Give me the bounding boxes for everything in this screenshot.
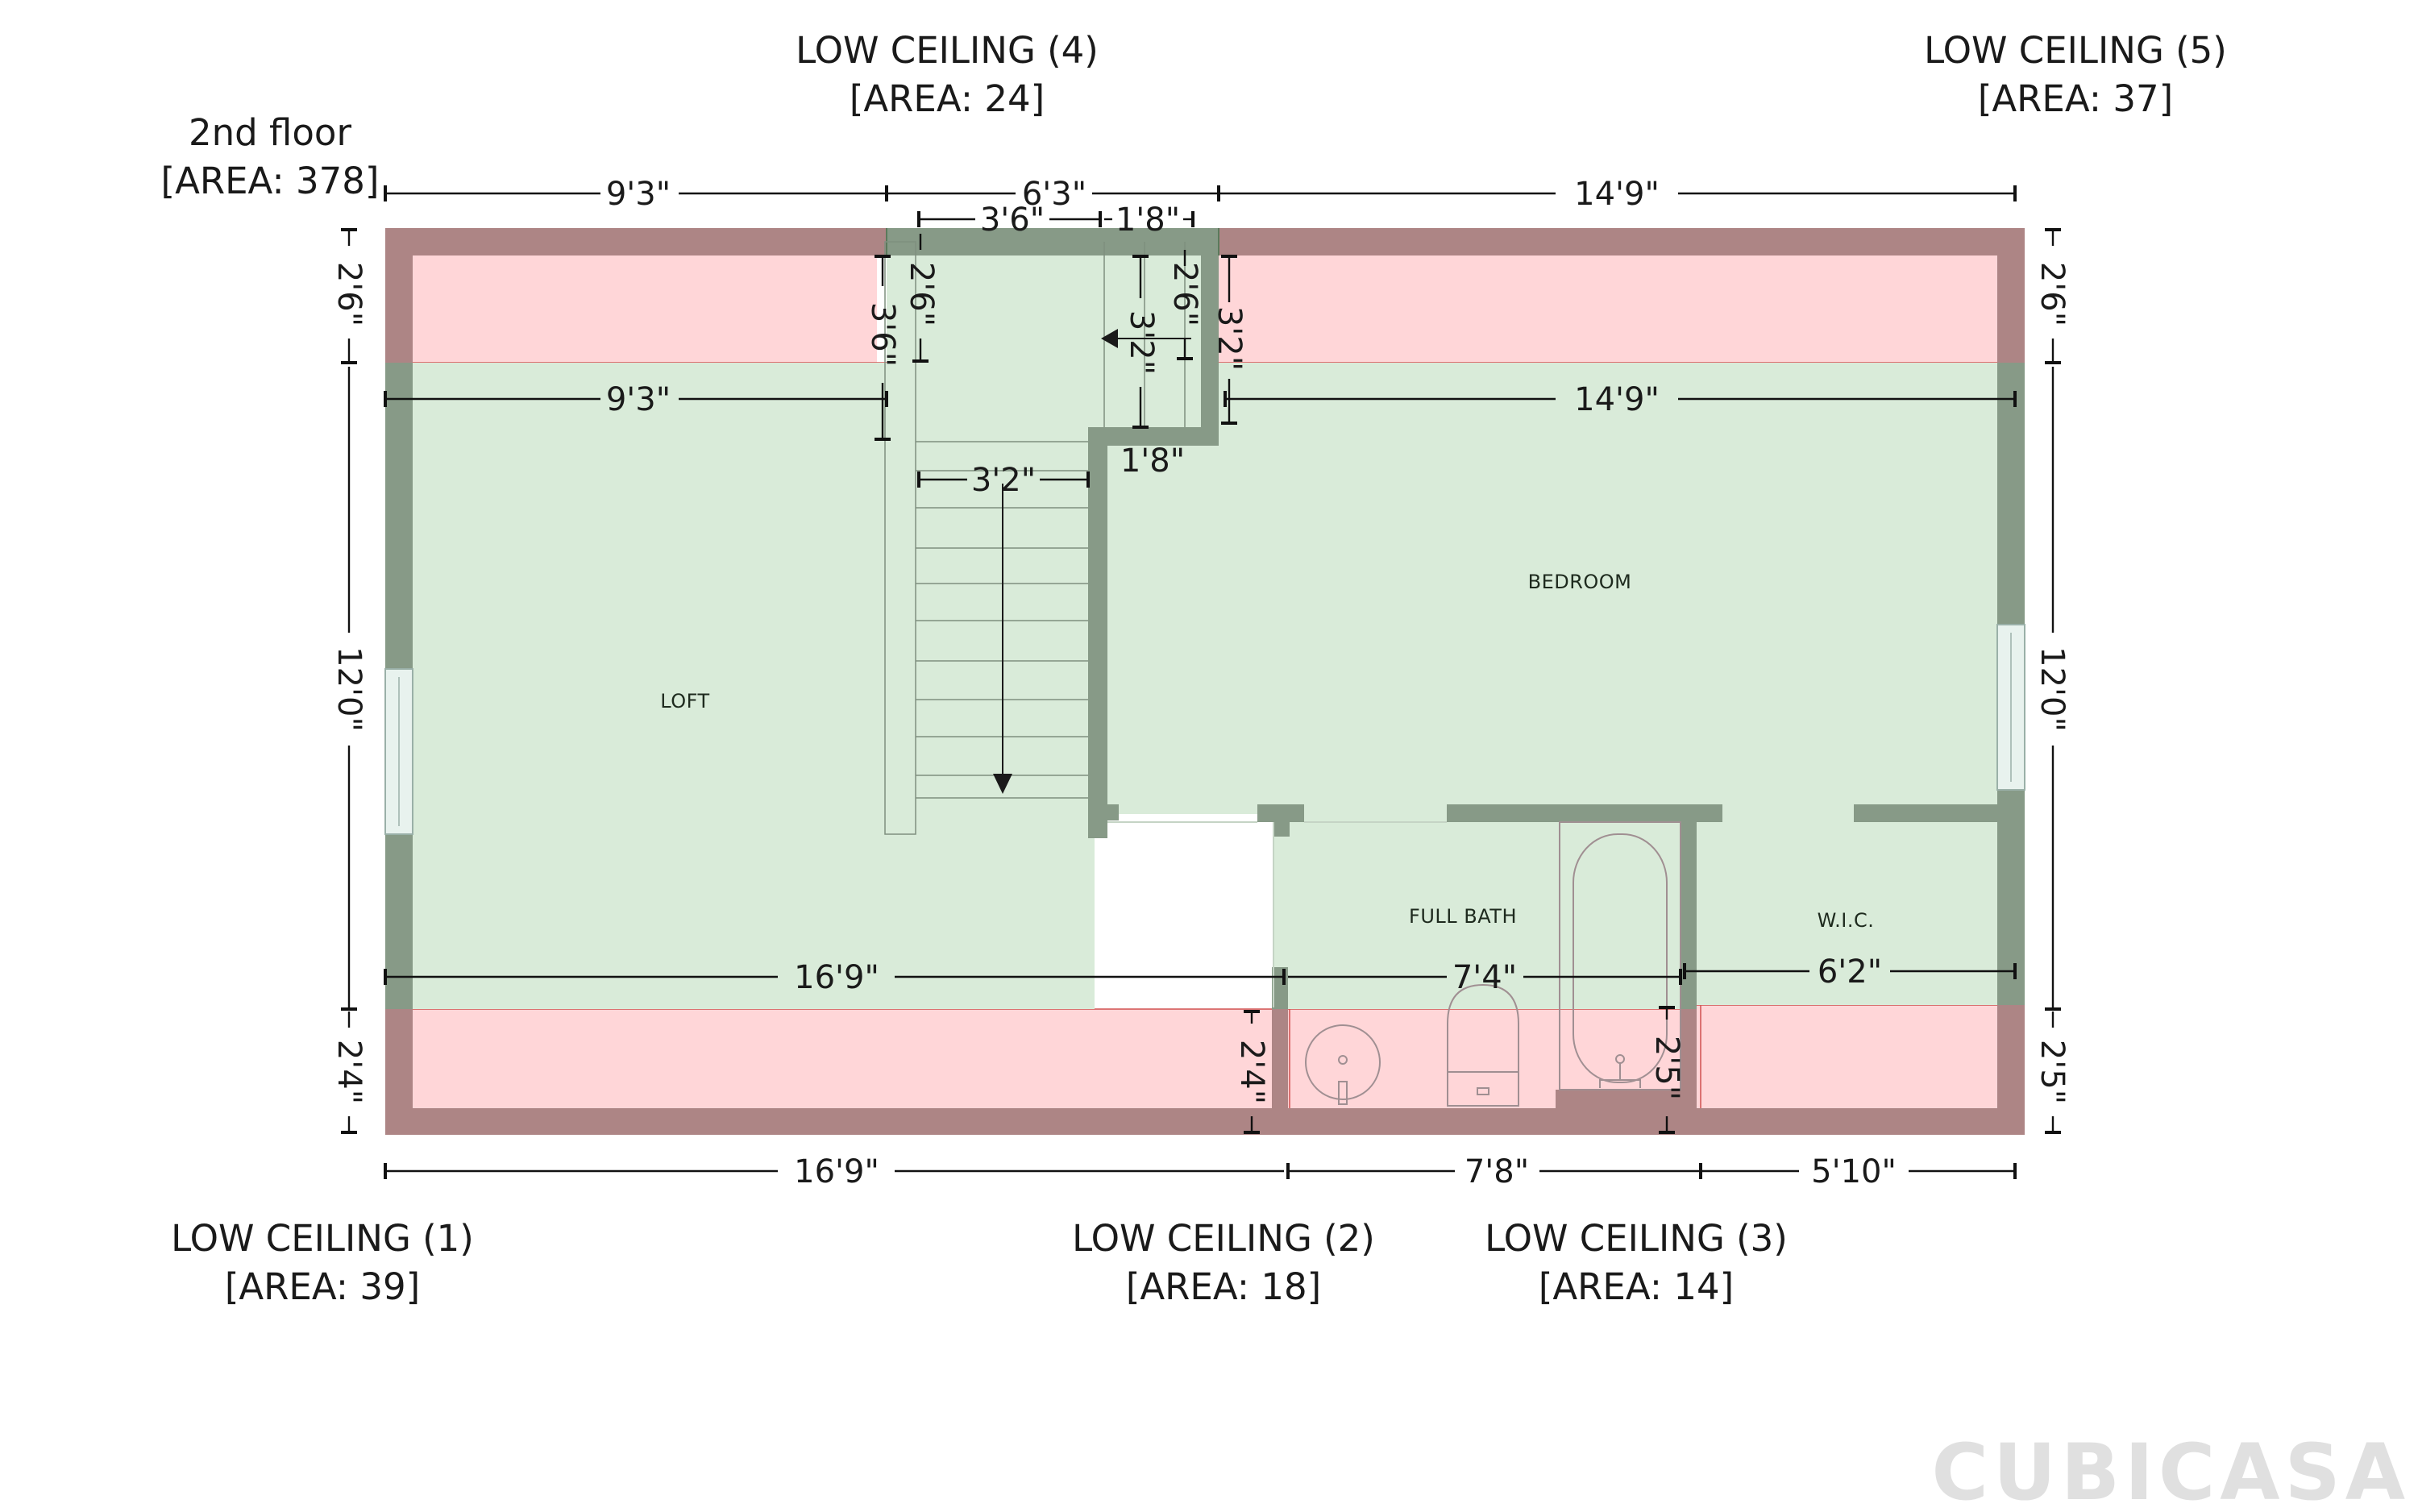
dim-label: 9'3" bbox=[606, 381, 671, 418]
wall bbox=[1201, 228, 1219, 446]
area-labels: 2nd floor [AREA: 378] LOW CEILING (4) [A… bbox=[161, 29, 2227, 1308]
dim-label: 2'4" bbox=[1233, 1040, 1270, 1104]
dim-label: 3'6" bbox=[980, 201, 1045, 239]
dim-label: 9'3" bbox=[606, 176, 671, 213]
sink-tap bbox=[1338, 1081, 1348, 1105]
dim-label: 12'0" bbox=[2034, 646, 2071, 732]
dim-label: 2'5" bbox=[2034, 1040, 2071, 1104]
room-label-loft: LOFT bbox=[660, 690, 709, 712]
stair-direction-arrow bbox=[993, 329, 1191, 794]
wall bbox=[385, 228, 413, 363]
dimension-labels: 9'3" 6'3" 14'9" 3'6" 1'8" 9'3" 14'9" 1'8… bbox=[330, 176, 2071, 1190]
dim-label: 3'2" bbox=[1211, 306, 1248, 371]
bathtub bbox=[1573, 833, 1668, 1083]
low-ceiling-2-label: LOW CEILING (2) bbox=[1072, 1217, 1375, 1260]
room-label-bedroom: BEDROOM bbox=[1528, 571, 1632, 593]
bath-fixtures bbox=[1305, 821, 1681, 1107]
wall bbox=[1107, 804, 1119, 820]
stair-floor bbox=[887, 242, 1104, 834]
room-label-wic: W.I.C. bbox=[1818, 909, 1875, 932]
floor-name: 2nd floor bbox=[189, 111, 351, 154]
dim-label: 6'2" bbox=[1818, 953, 1882, 991]
dim-label: 1'8" bbox=[1116, 201, 1180, 239]
wall bbox=[1447, 804, 1722, 822]
dim-label: 2'6" bbox=[330, 262, 368, 326]
dimension-lines bbox=[341, 185, 2061, 1179]
wall bbox=[1219, 228, 2025, 255]
dim-label: 3'6" bbox=[864, 302, 901, 367]
toilet-tank bbox=[1447, 983, 1519, 1107]
room-label-full-bath: FULL BATH bbox=[1409, 905, 1517, 928]
dim-label: 7'8" bbox=[1465, 1153, 1529, 1190]
dim-label: 2'5" bbox=[1648, 1036, 1685, 1100]
windows bbox=[384, 624, 2025, 835]
wall bbox=[1681, 814, 1697, 1009]
dim-label: 6'3" bbox=[1022, 176, 1086, 213]
wic-floor bbox=[1693, 814, 2025, 1005]
stair-stringer bbox=[884, 241, 916, 835]
low-ceiling-3-area: [AREA: 14] bbox=[1539, 1265, 1734, 1308]
wall bbox=[385, 1009, 413, 1135]
low-ceiling-5-label: LOW CEILING (5) bbox=[1924, 29, 2227, 72]
dim-label: 3'2" bbox=[1123, 310, 1160, 375]
low-ceiling-3-label: LOW CEILING (3) bbox=[1485, 1217, 1788, 1260]
dim-label: 2'6" bbox=[2034, 262, 2071, 326]
wall bbox=[1854, 804, 2007, 822]
cubicasa-watermark: CUBICASA bbox=[1932, 1427, 2410, 1512]
dim-label: 3'2" bbox=[971, 462, 1036, 499]
wall bbox=[1556, 1090, 1681, 1108]
wall bbox=[1997, 1005, 2025, 1135]
dim-label: 7'4" bbox=[1452, 959, 1517, 996]
wall bbox=[1997, 228, 2025, 363]
wall bbox=[385, 228, 887, 255]
low-ceiling-4-area: [AREA: 24] bbox=[850, 77, 1045, 120]
wall bbox=[1088, 427, 1219, 446]
bathtub-faucet-knob bbox=[1615, 1054, 1625, 1064]
dim-label: 5'10" bbox=[1811, 1153, 1897, 1190]
wall bbox=[1088, 427, 1107, 838]
low-ceiling-2-area: [AREA: 18] bbox=[1126, 1265, 1321, 1308]
low-ceiling-1-area: [AREA: 39] bbox=[225, 1265, 420, 1308]
sink bbox=[1305, 1024, 1381, 1100]
dim-label: 16'9" bbox=[794, 959, 879, 996]
floor-area: [AREA: 378] bbox=[161, 160, 380, 202]
dim-label: 2'6" bbox=[903, 262, 940, 326]
sink-drain bbox=[1338, 1055, 1348, 1065]
dim-label: 2'4" bbox=[330, 1040, 368, 1104]
wall bbox=[887, 228, 1219, 255]
wall bbox=[1273, 820, 1290, 837]
bathtub-frame bbox=[1559, 821, 1681, 1090]
low-ceiling-1-label: LOW CEILING (1) bbox=[171, 1217, 474, 1260]
low-ceiling-5-area: [AREA: 37] bbox=[1978, 77, 2173, 120]
dim-label: 2'6" bbox=[1166, 262, 1203, 326]
dim-label: 14'9" bbox=[1574, 176, 1660, 213]
dim-label: 12'0" bbox=[330, 646, 368, 732]
wall bbox=[1257, 804, 1304, 822]
dim-label: 14'9" bbox=[1574, 381, 1660, 418]
bedroom-floor bbox=[1095, 363, 2025, 814]
dim-label: 1'8" bbox=[1120, 442, 1185, 480]
bathtub-faucet bbox=[1599, 1062, 1641, 1088]
low-ceiling-4-label: LOW CEILING (4) bbox=[796, 29, 1099, 72]
toilet-flush bbox=[1477, 1087, 1489, 1095]
wall bbox=[385, 1108, 2025, 1135]
dim-label: 16'9" bbox=[794, 1153, 879, 1190]
